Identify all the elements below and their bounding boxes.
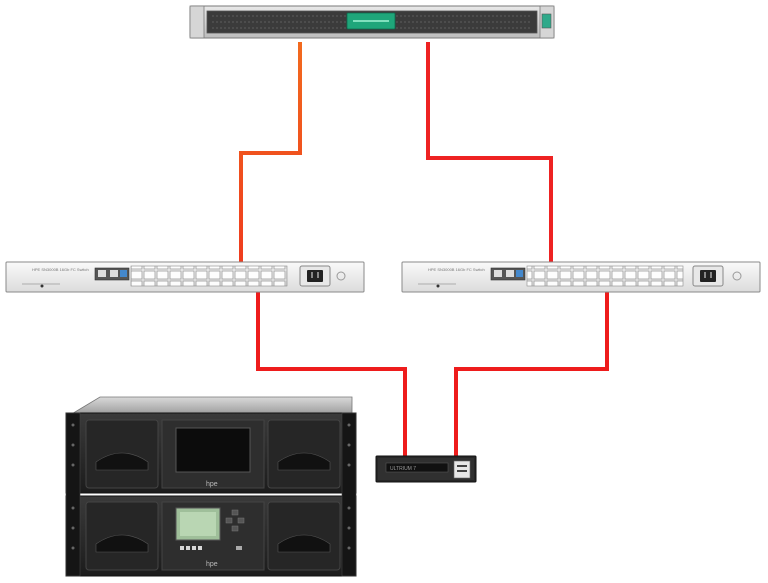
cable-switch-right-to-drive (454, 287, 609, 460)
tape-drive-slot[interactable] (385, 462, 449, 473)
library-hpe-logo-lower: hpe (206, 561, 218, 568)
tape-library[interactable]: hpe hpe (65, 396, 357, 577)
cable-switch-left-to-drive (256, 287, 407, 460)
library-nav-buttons[interactable] (225, 509, 245, 532)
fc-switch-right[interactable]: HPE SN3000B 16Gb FC Switch (401, 261, 761, 293)
fc-switch-left[interactable]: HPE SN3000B 16Gb FC Switch (5, 261, 365, 293)
cable-server-to-switch-right (426, 42, 553, 266)
cable-server-to-switch-left (239, 42, 302, 266)
server-power-button[interactable] (541, 13, 552, 29)
switch-left-port-grid (130, 265, 288, 287)
switch-left-model-label: HPE SN3000B 16Gb FC Switch (32, 267, 89, 272)
tape-drive-label: ULTRIUM 7 (390, 466, 416, 472)
library-status-leds (180, 546, 202, 550)
library-usb-port[interactable] (236, 546, 242, 550)
switch-right-port-grid (526, 265, 684, 287)
rack-server[interactable] (189, 5, 555, 39)
tape-drive[interactable]: ULTRIUM 7 (375, 455, 477, 483)
tape-drive-eject-panel[interactable] (453, 460, 471, 479)
library-viewing-window (175, 427, 251, 473)
library-hpe-logo-upper: hpe (206, 481, 218, 488)
fc-cables (239, 42, 609, 460)
switch-right-model-label: HPE SN3000B 16Gb FC Switch (428, 267, 485, 272)
